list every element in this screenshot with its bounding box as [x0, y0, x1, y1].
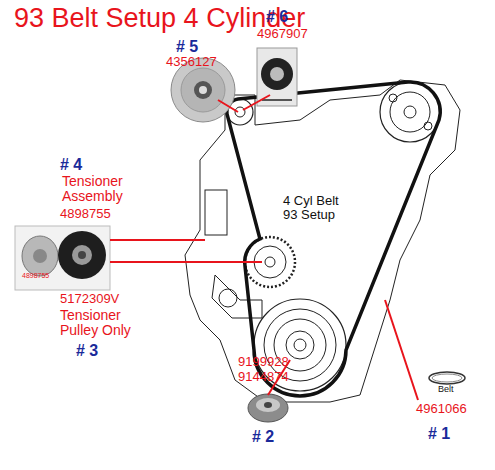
part-number: 5172309V — [60, 292, 119, 306]
callout-number: # 6 — [266, 8, 288, 26]
leader-lines — [110, 95, 418, 400]
tensioner-pivot — [219, 289, 237, 307]
pump-housing — [205, 190, 227, 235]
belt-label: Belt — [438, 385, 454, 395]
diagram-note: 4 Cyl Belt 93 Setup — [283, 194, 355, 223]
part-number: 4961066 — [416, 402, 467, 416]
part-name: Tensioner Assembly — [62, 174, 140, 205]
part-name: Tensioner Pulley Only — [60, 308, 150, 339]
belt-icon — [429, 372, 465, 384]
crank-pulley-photo — [248, 394, 288, 422]
callout-number: # 5 — [176, 38, 198, 56]
engine-outline — [185, 80, 460, 402]
part-number: 9199928 — [238, 355, 289, 369]
part-number: 4356127 — [166, 55, 217, 69]
part-number: 4967907 — [257, 27, 308, 41]
idler-photo — [257, 48, 297, 106]
callout-number: # 4 — [60, 156, 82, 174]
photo-part-number: 4898755 — [22, 272, 49, 280]
callout-number: # 1 — [428, 425, 450, 443]
callout-number: # 2 — [252, 428, 274, 446]
callout-number: # 3 — [76, 342, 98, 360]
tensioner-photo — [15, 226, 110, 290]
part-number: 9144874 — [238, 370, 289, 384]
part-number: 4898755 — [60, 207, 111, 221]
drive-belt — [227, 82, 440, 396]
